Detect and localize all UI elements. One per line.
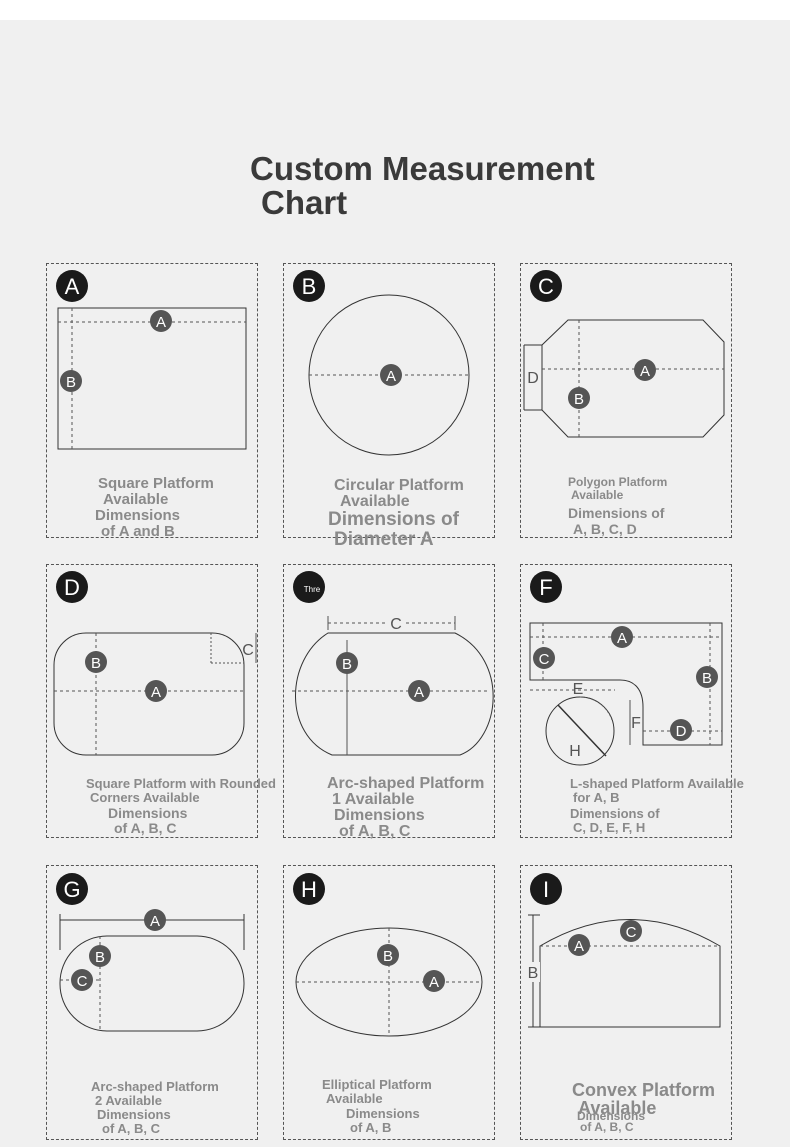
caption-line: Dimensions of: [568, 505, 665, 521]
title-line-1: Custom Measurement: [250, 150, 595, 187]
panel-polygon: [520, 263, 732, 538]
caption-polygon: Polygon Platform Available Dimensions of…: [568, 476, 667, 537]
caption-line: Square Platform: [98, 475, 214, 492]
panel-arc-1: [283, 564, 495, 838]
caption-line: Arc-shaped Platform: [327, 775, 485, 792]
caption-line: 1 Available: [332, 791, 415, 808]
caption-line: Dimensions: [346, 1106, 420, 1121]
caption-line: Arc-shaped Platform: [91, 1079, 219, 1094]
caption-arc-1: Arc-shaped Platform 1 Available Dimensio…: [327, 776, 484, 840]
caption-line: Dimensions of: [328, 509, 459, 530]
caption-line: of A, B, C: [580, 1120, 634, 1134]
caption-line: Dimensions of: [570, 806, 660, 821]
panel-l-shaped: [520, 564, 732, 838]
caption-line: Dimensions: [95, 507, 181, 524]
caption-line: C, D, E, F, H: [573, 820, 646, 835]
caption-line: A, B, C, D: [573, 521, 637, 537]
caption-arc-2: Arc-shaped Platform 2 Available Dimensio…: [91, 1080, 219, 1136]
caption-line: of A, B: [350, 1120, 392, 1135]
caption-line: Polygon Platform: [568, 475, 668, 489]
caption-line: Circular Platform: [334, 477, 464, 494]
caption-line: Available: [340, 493, 410, 510]
caption-line: Elliptical Platform: [322, 1077, 432, 1092]
caption-line: Diameter A: [334, 529, 434, 550]
caption-line: Dimensions: [108, 805, 188, 821]
caption-line: Available: [571, 488, 624, 502]
caption-line: of A, B, C: [114, 820, 177, 836]
caption-circular: Circular Platform Available Dimensions o…: [328, 478, 464, 550]
panel-circular: [283, 263, 495, 538]
caption-line: Available: [103, 491, 169, 508]
top-band: [0, 0, 790, 20]
caption-line: for A, B: [573, 790, 620, 805]
caption-line: Dimensions: [97, 1107, 171, 1122]
caption-l-shaped: L-shaped Platform Available for A, B Dim…: [570, 777, 744, 835]
caption-line: of A, B, C: [102, 1121, 161, 1136]
caption-square: Square Platform Available Dimensions of …: [95, 476, 214, 540]
page-title: Custom Measurement Chart: [250, 152, 690, 220]
title-line-2: Chart: [261, 184, 348, 221]
caption-line: L-shaped Platform Available: [570, 776, 744, 791]
caption-line: Dimensions: [577, 1109, 646, 1123]
panel-rounded-square: [46, 564, 258, 838]
caption-line: Dimensions: [334, 807, 425, 824]
caption-line: Convex Platform: [572, 1080, 716, 1100]
caption-elliptical: Elliptical Platform Available Dimensions…: [322, 1078, 432, 1135]
caption-line: Available: [326, 1091, 383, 1106]
panel-elliptical: [283, 865, 495, 1140]
panel-square: [46, 263, 258, 538]
panel-arc-2: [46, 865, 258, 1140]
caption-line: Available: [578, 1098, 657, 1118]
caption-rounded-square: Square Platform with Rounded Corners Ava…: [86, 777, 276, 836]
panel-convex: [520, 865, 732, 1140]
caption-line: of A and B: [101, 523, 175, 540]
caption-line: of A, B, C: [339, 823, 411, 840]
caption-line: Square Platform with Rounded: [86, 776, 276, 791]
caption-line: 2 Available: [95, 1093, 162, 1108]
caption-convex: Convex Platform Available Dimensions of …: [572, 1081, 715, 1134]
caption-line: Corners Available: [90, 790, 200, 805]
